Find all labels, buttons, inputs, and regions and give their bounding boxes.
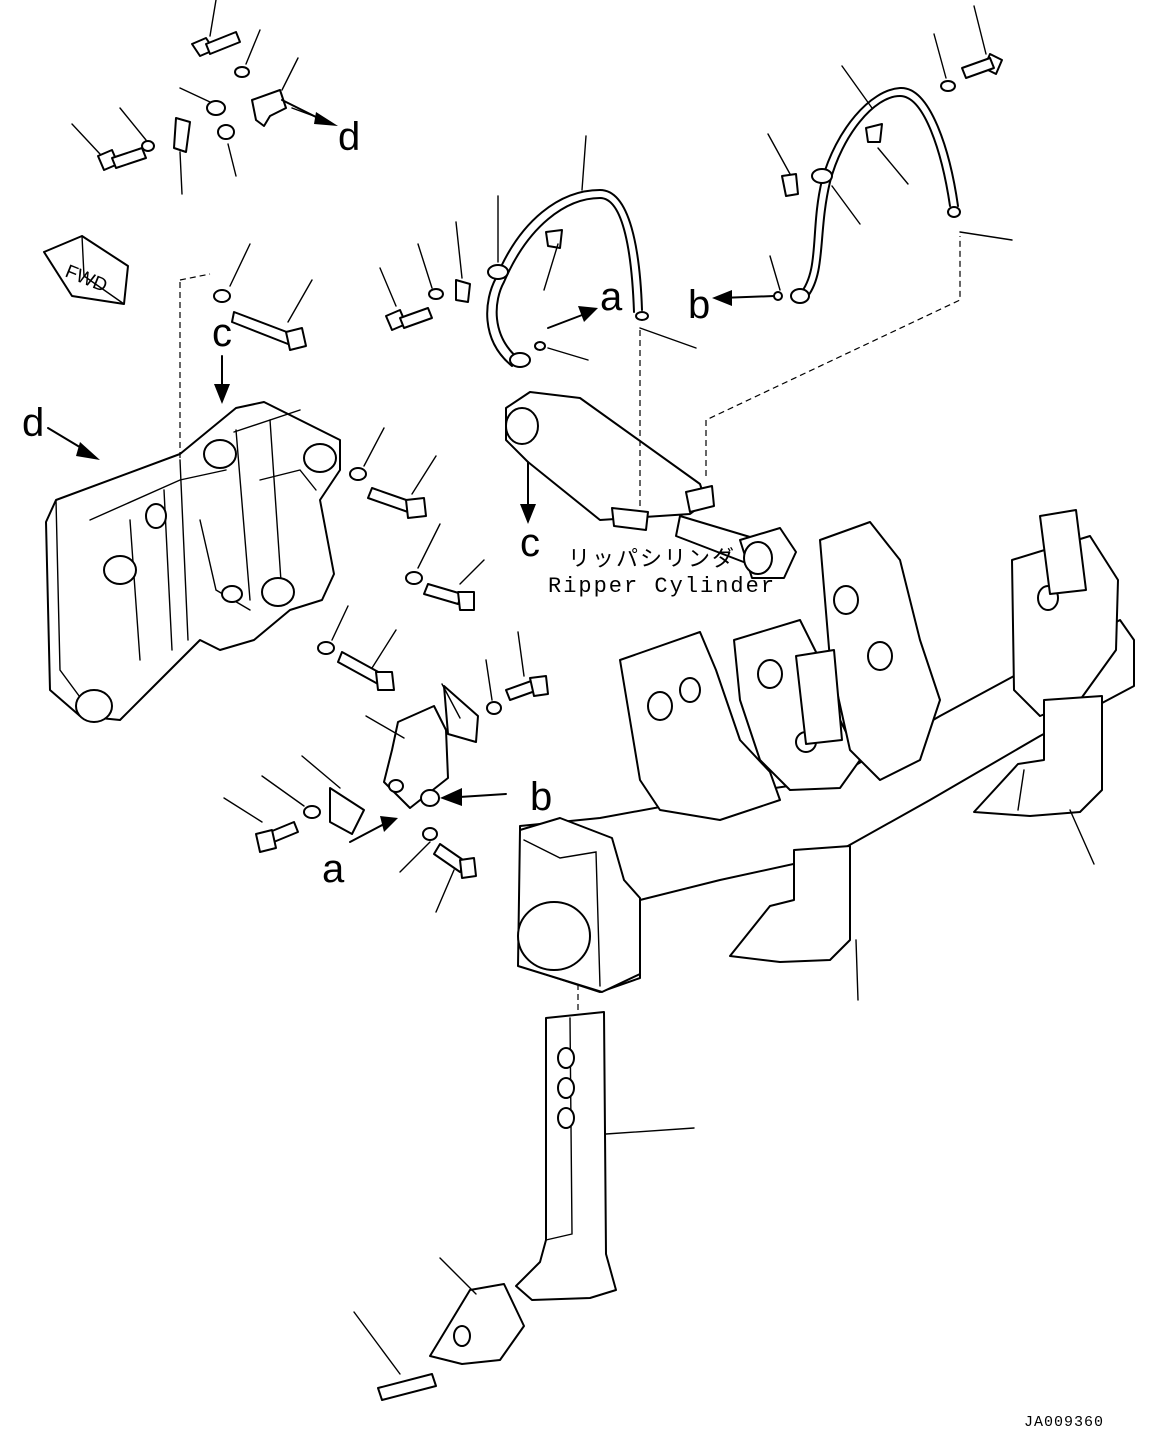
pin-boss-icon xyxy=(203,439,237,469)
label-a-top: a xyxy=(600,275,623,319)
ripper-frame xyxy=(45,273,341,723)
beam-end-cap-icon xyxy=(517,901,591,971)
hole-icon xyxy=(221,585,243,603)
sensor-icon xyxy=(420,789,440,807)
hose-fitting-icon xyxy=(509,352,531,368)
bolt-icon xyxy=(385,307,433,331)
clip-icon xyxy=(865,123,883,143)
frame-bolts xyxy=(317,427,485,691)
pin-boss-icon xyxy=(103,555,137,585)
o-ring-icon xyxy=(534,341,546,351)
clamp-icon xyxy=(217,124,235,140)
washer-icon xyxy=(486,701,502,715)
washer-icon xyxy=(213,289,231,303)
pin-icon xyxy=(377,1373,437,1401)
bolt-icon xyxy=(231,311,307,351)
rod-eye-icon xyxy=(743,541,773,575)
o-ring-icon xyxy=(773,291,783,301)
hole-icon xyxy=(833,585,859,615)
beam-bracket xyxy=(619,631,781,821)
hose-fitting-icon xyxy=(487,264,509,280)
washer-icon xyxy=(428,288,444,300)
center-bolt xyxy=(213,243,313,351)
ripper-cylinder-label-en: Ripper Cylinder xyxy=(548,574,776,599)
bracket-icon xyxy=(251,89,287,127)
bolt-icon xyxy=(97,147,147,171)
bolt-icon xyxy=(255,821,299,853)
shank-stub xyxy=(795,649,843,745)
hose-fitting-icon xyxy=(811,168,833,184)
hose-right xyxy=(773,86,961,304)
ripper-beam xyxy=(517,509,1135,1001)
bolt-icon xyxy=(423,583,475,611)
washer-icon xyxy=(405,571,423,585)
pin-boss-icon xyxy=(75,689,113,723)
shank-assembly xyxy=(353,984,695,1401)
washer-icon xyxy=(940,80,956,92)
hose-fitting-icon xyxy=(790,288,810,304)
hole-icon xyxy=(647,691,673,721)
plate-icon xyxy=(173,117,191,153)
sensor-bracket-cluster xyxy=(223,631,549,913)
washer-icon xyxy=(141,140,155,152)
cylinder-eye-icon xyxy=(505,407,539,445)
washer-icon xyxy=(234,66,250,78)
port-block-icon xyxy=(611,507,649,531)
label-d-top: d xyxy=(338,115,360,159)
sensor-bracket xyxy=(383,705,449,809)
bolt-icon xyxy=(367,487,427,519)
shank-icon xyxy=(729,845,851,963)
bolt-icon xyxy=(337,651,395,691)
port-block-icon xyxy=(685,485,715,513)
hole-icon xyxy=(757,659,783,689)
shank-icon xyxy=(973,695,1103,817)
pin-boss-icon xyxy=(261,577,295,607)
hole-icon xyxy=(557,1077,575,1099)
document-id: JA009360 xyxy=(1024,1414,1104,1431)
plate-icon xyxy=(455,279,471,303)
cover-plate xyxy=(443,685,479,743)
label-c-top: c xyxy=(212,311,232,355)
hole-icon xyxy=(557,1107,575,1129)
bolt-icon xyxy=(505,675,549,701)
label-d-left: d xyxy=(22,401,44,445)
washer-icon xyxy=(349,467,367,481)
bolt-icon xyxy=(191,31,241,57)
washer-icon xyxy=(303,805,321,819)
bolt-icon xyxy=(961,53,1003,79)
bolt-icon xyxy=(433,843,477,879)
pin-boss-icon xyxy=(303,443,337,473)
o-ring-icon xyxy=(635,311,649,321)
ripper-cylinder xyxy=(505,236,961,579)
washer-icon xyxy=(317,641,335,655)
beam-bracket xyxy=(1011,535,1119,717)
cover-plate xyxy=(329,787,365,835)
hole-icon xyxy=(453,1325,471,1347)
label-b-bottom: b xyxy=(530,775,552,819)
hose-left xyxy=(486,189,649,368)
washer-icon xyxy=(422,827,438,841)
hose-right-hardware xyxy=(712,5,1013,306)
ripper-cylinder-label-jp: リッパシリンダ xyxy=(568,547,736,573)
clamp-icon xyxy=(206,100,226,116)
hole-icon xyxy=(679,677,701,703)
top-left-hardware xyxy=(71,0,338,195)
hole-icon xyxy=(867,641,893,671)
tooth-tip-icon xyxy=(429,1283,525,1365)
hole-icon xyxy=(557,1047,575,1069)
fwd-arrow-icon: FWD xyxy=(43,235,129,305)
shank-body xyxy=(515,1011,617,1301)
label-b-top: b xyxy=(688,283,710,327)
shank-stub xyxy=(1039,509,1087,595)
hole-icon xyxy=(145,503,167,529)
sensor-icon xyxy=(388,779,404,793)
clip-icon xyxy=(781,173,799,197)
label-a-bottom: a xyxy=(322,847,345,891)
clip-icon xyxy=(545,229,563,249)
hose-left-hardware xyxy=(379,135,697,361)
label-c-mid: c xyxy=(520,521,540,565)
o-ring-icon xyxy=(947,206,961,218)
